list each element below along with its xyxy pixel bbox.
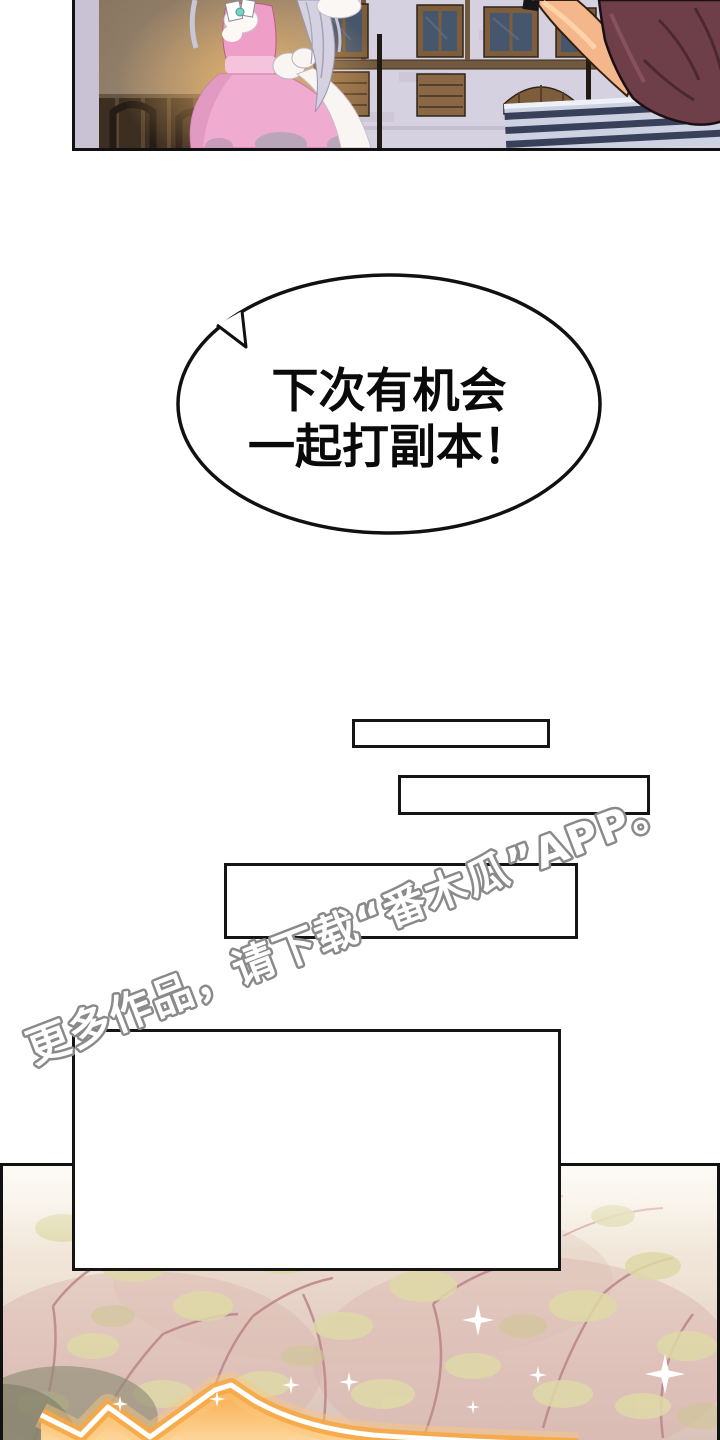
sparkle-icon [339,1372,359,1392]
lamppost [377,34,382,148]
empty-dialog-box-4 [72,1029,561,1271]
bubble-text-line-2: 一起打副本！ [248,420,530,475]
person-arm [522,0,720,126]
speech-bubble-tail [216,310,248,349]
empty-dialog-box-2 [398,775,650,815]
empty-dialog-box-1 [352,719,550,748]
sparkle-icon [466,1400,480,1414]
sparkle-icon [282,1376,300,1394]
sparkle-icon [209,1391,225,1407]
sparkle-icons [112,1304,685,1414]
sparkle-icon [462,1304,494,1336]
speech-bubble: 下次有机会 一起打副本！ [176,273,602,535]
girl-figure [189,0,372,148]
top-panel-artwork [99,0,720,148]
sparkle-icon [645,1354,685,1394]
top-panel [72,0,720,151]
empty-dialog-box-3 [224,863,578,939]
sparkle-icon [112,1396,128,1412]
burst-bubble [35,1372,579,1440]
sparkle-icon [529,1366,547,1384]
bubble-text-line-1: 下次有机会 [272,364,507,419]
